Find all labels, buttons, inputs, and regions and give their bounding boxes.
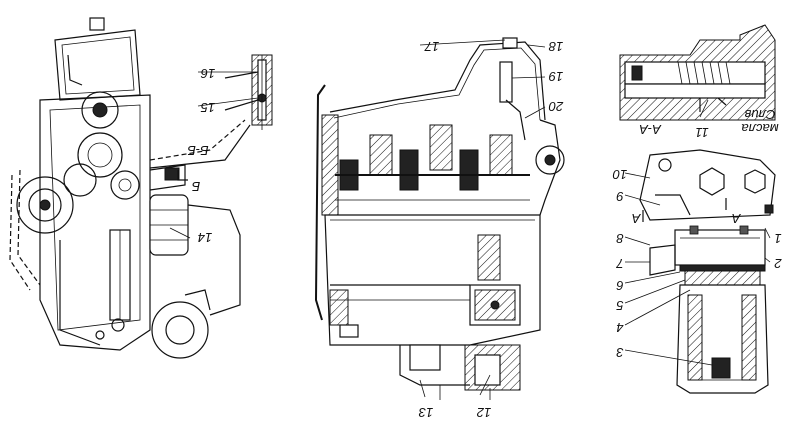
section-bb-title: Б-Б (187, 143, 209, 158)
section-bb-detail (177, 54, 273, 181)
label-13: 13 (418, 405, 433, 420)
engine-front-view (9, 17, 251, 359)
label-3: 3 (616, 345, 624, 360)
label-15: 15 (200, 100, 215, 115)
engine-side-section (314, 37, 565, 400)
label-2: 2 (774, 256, 783, 271)
oil-drain-label-1: Слив (744, 107, 775, 122)
label-7: 7 (616, 256, 624, 271)
section-marker-b: Б (191, 179, 200, 194)
label-17: 17 (424, 39, 439, 54)
label-16: 16 (200, 66, 215, 81)
callout-labels: 16 15 14 17 18 19 20 12 13 11 10 9 8 7 6… (187, 39, 783, 420)
label-18: 18 (548, 39, 563, 54)
label-8: 8 (616, 231, 624, 246)
label-10: 10 (612, 167, 627, 182)
label-9: 9 (616, 189, 623, 204)
label-6: 6 (616, 278, 624, 293)
label-14: 14 (198, 230, 212, 245)
section-marker-a-left: А (632, 211, 642, 226)
label-5: 5 (616, 298, 624, 313)
label-11: 11 (695, 125, 709, 140)
section-aa-title: А-А (639, 122, 662, 137)
oil-filter-assembly (639, 149, 776, 394)
section-marker-a-right: А (732, 211, 742, 226)
oil-drain-label-2: масла (741, 121, 778, 136)
label-4: 4 (616, 320, 623, 335)
section-aa-detail (619, 24, 776, 121)
label-20: 20 (548, 99, 564, 114)
leader-lines (169, 39, 771, 398)
label-12: 12 (476, 405, 491, 420)
label-19: 19 (549, 69, 563, 84)
label-1: 1 (774, 231, 781, 246)
